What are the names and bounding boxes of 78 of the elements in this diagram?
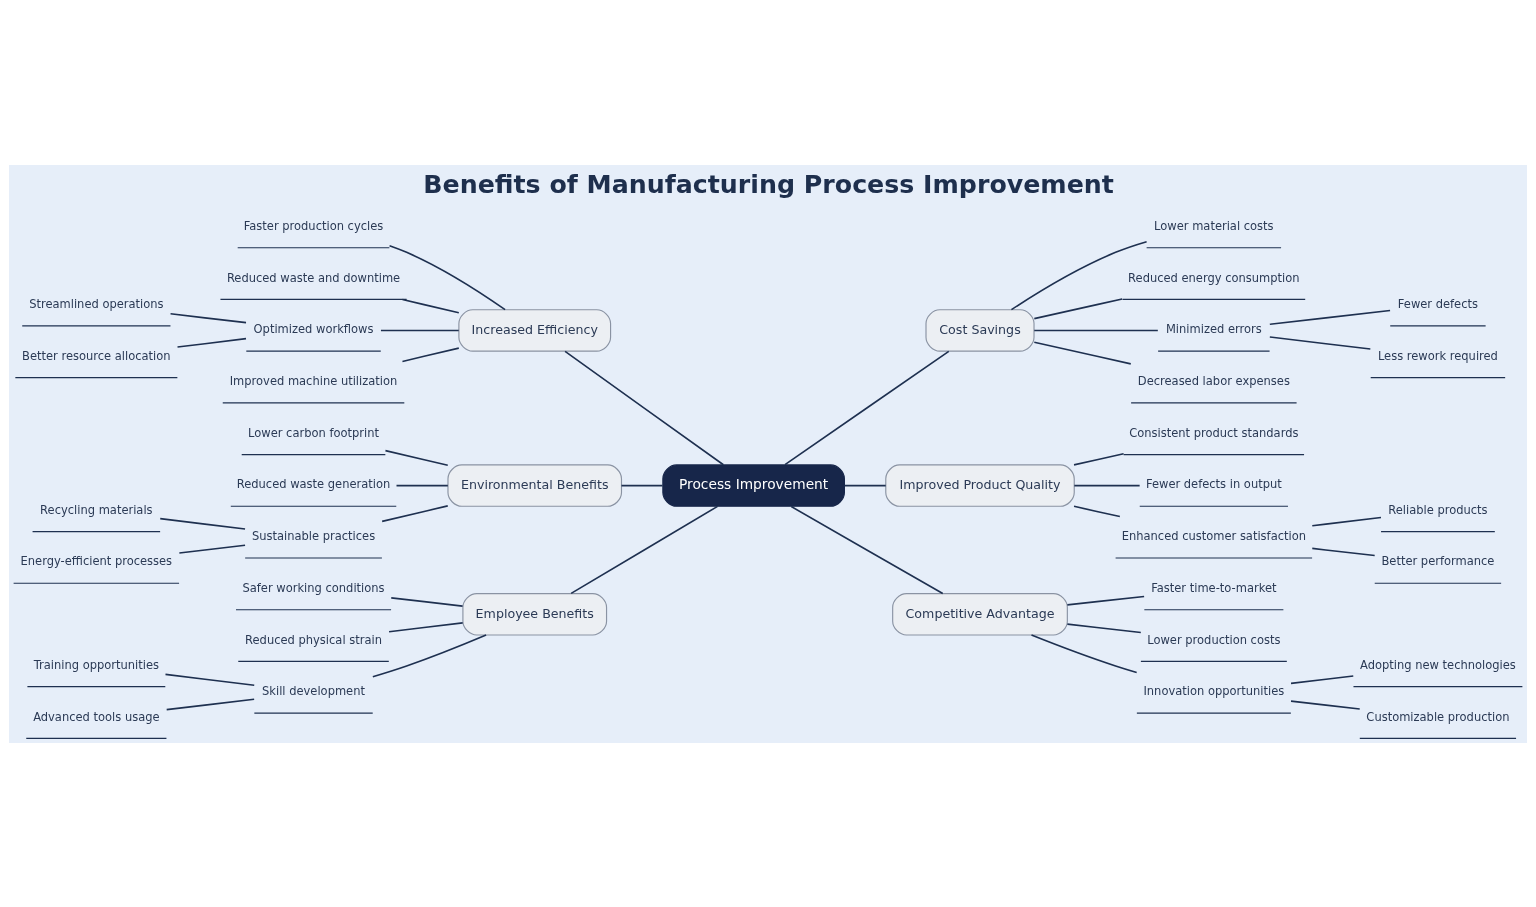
node-text: Less rework required <box>1377 348 1498 363</box>
node-text: Faster production cycles <box>243 218 384 233</box>
connector <box>1269 309 1391 325</box>
connector <box>384 449 449 466</box>
connector <box>388 621 464 633</box>
node-text: Lower material costs <box>1154 218 1274 233</box>
node-text: Training opportunities <box>33 657 159 672</box>
node-text: Fewer defects <box>1397 296 1478 311</box>
node-box: Improved Product Quality <box>885 463 1075 507</box>
diagram-title: Benefits of Manufacturing Process Improvement <box>423 169 1114 199</box>
connector <box>395 484 449 486</box>
node-text: Consistent product standards <box>1129 425 1299 440</box>
node-text: Decreased labor expenses <box>1137 373 1290 388</box>
connector <box>372 633 487 678</box>
node-text: Lower carbon footprint <box>248 425 380 440</box>
node-text: Innovation opportunities <box>1143 683 1285 698</box>
connector <box>401 298 460 314</box>
connector <box>1073 484 1141 486</box>
node-box: Process Improvement <box>662 463 845 507</box>
node-text: Sustainable practices <box>251 528 376 543</box>
connector <box>159 517 246 530</box>
node-text: Reduced physical strain <box>245 632 382 647</box>
node-text: Skill development <box>262 683 365 698</box>
connector <box>620 484 664 486</box>
node-text: Better resource allocation <box>22 348 171 363</box>
node-box: Increased Efficiency <box>458 308 612 352</box>
node-text: Improved machine utilization <box>229 373 398 388</box>
connector <box>1290 674 1355 684</box>
connector <box>1073 505 1121 517</box>
connector <box>390 596 464 607</box>
connector <box>380 329 460 331</box>
connector <box>1033 297 1123 319</box>
node-box: Cost Savings <box>925 308 1035 352</box>
connector <box>570 505 719 594</box>
connector <box>843 484 887 486</box>
connector <box>1030 633 1138 673</box>
node-text: Enhanced customer satisfaction <box>1121 528 1306 543</box>
connector <box>1269 335 1372 350</box>
connector <box>1290 699 1361 710</box>
node-box: Employee Benefits <box>462 592 608 636</box>
node-box: Environmental Benefits <box>447 463 623 507</box>
connector <box>564 350 725 466</box>
connector <box>401 346 460 362</box>
node-text: Lower production costs <box>1147 632 1281 647</box>
node-text: Reduced waste generation <box>236 476 391 491</box>
connector <box>381 504 449 522</box>
connector <box>178 543 246 554</box>
connector <box>165 698 255 710</box>
node-text: Recycling materials <box>40 502 153 517</box>
node-box: Competitive Advantage <box>892 592 1068 636</box>
connector <box>176 337 247 348</box>
connector <box>388 244 506 310</box>
node-text: Advanced tools usage <box>33 709 160 724</box>
node-text: Streamlined operations <box>29 296 164 311</box>
connector <box>164 673 256 686</box>
node-text: Reduced waste and downtime <box>226 270 401 285</box>
connector <box>1033 341 1132 365</box>
node-text: Energy-efficient processes <box>20 553 173 568</box>
node-text: Better performance <box>1381 553 1495 568</box>
node-text: Minimized errors <box>1165 321 1262 336</box>
connector <box>1066 622 1142 633</box>
node-text: Adopting new technologies <box>1360 657 1516 672</box>
node-text: Customizable production <box>1366 709 1510 724</box>
connector <box>790 505 944 594</box>
connector <box>1066 595 1145 606</box>
node-text: Optimized workflows <box>253 321 374 336</box>
connector <box>1311 516 1382 527</box>
node-text: Faster time-to-market <box>1151 580 1277 595</box>
connector <box>1073 452 1125 466</box>
connector <box>784 350 950 465</box>
connector <box>1311 547 1376 556</box>
node-text: Reliable products <box>1388 502 1488 517</box>
connector <box>1010 240 1148 310</box>
node-text: Reduced energy consumption <box>1128 270 1300 285</box>
node-text: Fewer defects in output <box>1145 476 1282 491</box>
connector <box>1033 329 1159 331</box>
connector <box>169 312 247 323</box>
node-text: Safer working conditions <box>242 580 385 595</box>
